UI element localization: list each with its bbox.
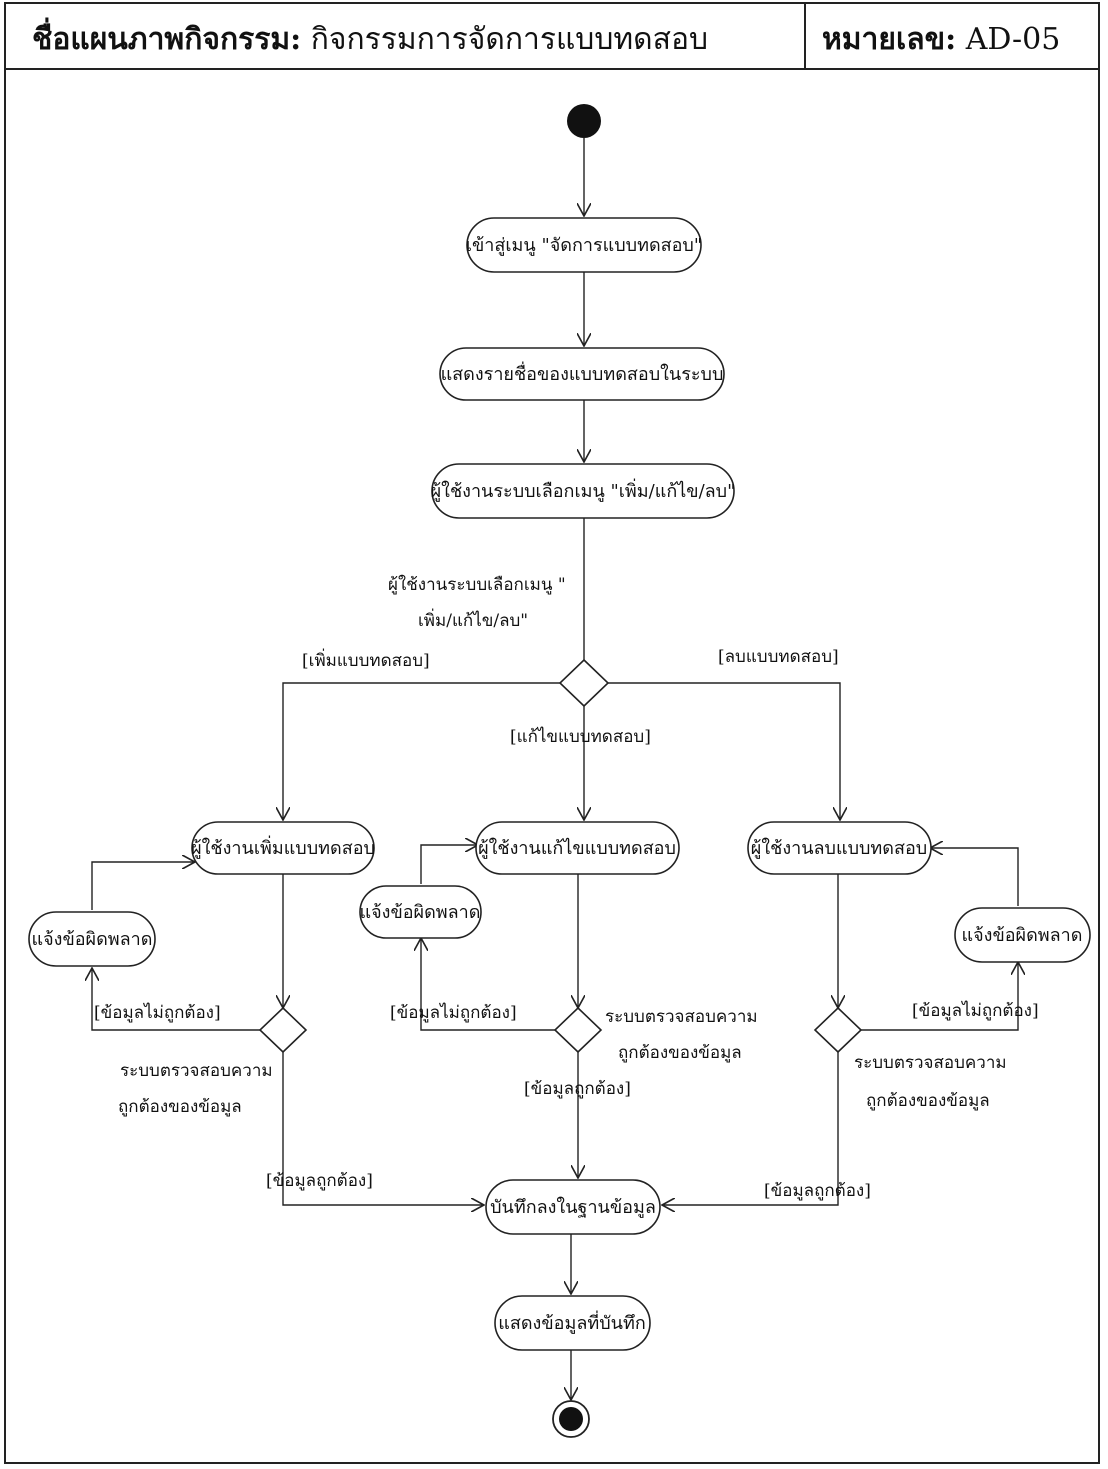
decision-check-right bbox=[813, 1006, 863, 1054]
action-select-menu-label: ผู้ใช้งานระบบเลือกเมนู "เพิ่ม/แก้ไข/ลบ" bbox=[431, 478, 736, 502]
check-middle-line2: ถูกต้องของข้อมูล bbox=[618, 1043, 742, 1063]
guard-invalid-middle: [ข้อมูลไม่ถูกต้อง] bbox=[390, 1002, 517, 1023]
diagram-name-value: กิจกรรมการจัดการแบบทดสอบ bbox=[310, 22, 708, 57]
action-show-saved-label: แสดงข้อมูลที่บันทึก bbox=[498, 1310, 645, 1334]
action-delete-test bbox=[747, 821, 932, 875]
check-middle-line1: ระบบตรวจสอบความ bbox=[605, 1007, 758, 1027]
action-error-left-label: แจ้งข้อผิดพลาด bbox=[32, 929, 153, 950]
decision-check-left bbox=[258, 1006, 308, 1054]
action-save-db-label: บันทึกลงในฐานข้อมูล bbox=[490, 1196, 656, 1218]
action-delete-test-label: ผู้ใช้งานลบแบบทดสอบ bbox=[751, 837, 927, 859]
check-right-line2: ถูกต้องของข้อมูล bbox=[866, 1091, 990, 1111]
check-left-line2: ถูกต้องของข้อมูล bbox=[118, 1097, 242, 1117]
action-save-db bbox=[485, 1179, 661, 1235]
action-enter-menu-label: เข้าสู่เมนู "จัดการแบบทดสอบ" bbox=[466, 235, 702, 256]
guard-invalid-left: [ข้อมูลไม่ถูกต้อง] bbox=[94, 1002, 221, 1023]
action-select-menu bbox=[431, 463, 735, 519]
action-error-middle-label: แจ้งข้อผิดพลาด bbox=[360, 902, 481, 923]
final-node-core bbox=[559, 1407, 583, 1431]
flow-check-middle-to-error-middle bbox=[421, 938, 555, 1031]
check-left-line1: ระบบตรวจสอบความ bbox=[120, 1061, 273, 1081]
guard-valid-left: [ข้อมูลถูกต้อง] bbox=[266, 1171, 373, 1191]
decision-check-middle bbox=[553, 1006, 603, 1054]
action-edit-test bbox=[475, 821, 680, 875]
diagram-header: ชื่อแผนภาพกิจกรรม: กิจกรรมการจัดการแบบทด… bbox=[4, 2, 1100, 70]
action-edit-test-label: ผู้ใช้งานแก้ไขแบบทดสอบ bbox=[478, 837, 676, 859]
guard-valid-right: [ข้อมูลถูกต้อง] bbox=[764, 1181, 871, 1201]
guard-add: [เพิ่มแบบทดสอบ] bbox=[302, 648, 430, 671]
guard-delete: [ลบแบบทดสอบ] bbox=[718, 647, 839, 667]
flow-check-left-to-save bbox=[282, 1052, 484, 1205]
flow-decision-to-delete bbox=[608, 682, 840, 820]
diagram-code-label: หมายเลข: bbox=[822, 22, 957, 57]
action-show-saved bbox=[494, 1295, 651, 1351]
guard-invalid-right: [ข้อมูลไม่ถูกต้อง] bbox=[912, 1000, 1039, 1021]
action-add-test-label: ผู้ใช้งานเพิ่มแบบทดสอบ bbox=[191, 835, 375, 859]
decision-note-line1: ผู้ใช้งานระบบเลือกเมนู " bbox=[388, 574, 566, 595]
initial-node bbox=[567, 104, 601, 138]
diagram-code: หมายเลข: AD-05 bbox=[822, 16, 1060, 63]
flow-error-middle-to-edit bbox=[420, 845, 478, 884]
page-frame bbox=[4, 2, 1100, 1464]
action-error-right bbox=[954, 907, 1091, 963]
flow-check-right-to-save bbox=[662, 1052, 839, 1205]
flow-check-right-to-error-right bbox=[861, 962, 1018, 1031]
action-enter-menu bbox=[466, 217, 702, 273]
flow-error-right-to-delete bbox=[930, 848, 1019, 906]
diagram-name-label: ชื่อแผนภาพกิจกรรม: bbox=[32, 22, 302, 57]
diagram-name: ชื่อแผนภาพกิจกรรม: กิจกรรมการจัดการแบบทด… bbox=[32, 16, 708, 63]
action-error-left bbox=[28, 911, 156, 967]
action-add-test bbox=[191, 821, 375, 875]
action-show-list bbox=[439, 347, 725, 401]
decision-note-line2: เพิ่ม/แก้ไข/ลบ" bbox=[418, 608, 528, 631]
action-error-right-label: แจ้งข้อผิดพลาด bbox=[962, 925, 1083, 946]
guard-edit: [แก้ไขแบบทดสอบ] bbox=[510, 726, 651, 747]
action-show-list-label: แสดงรายชื่อของแบบทดสอบในระบบ bbox=[441, 361, 724, 385]
flow-decision-to-add bbox=[283, 682, 560, 820]
flow-check-left-to-error-left bbox=[92, 968, 260, 1031]
decision-main bbox=[558, 658, 610, 708]
header-divider bbox=[804, 2, 806, 68]
diagram-code-value: AD-05 bbox=[965, 22, 1061, 57]
action-error-middle bbox=[359, 885, 482, 939]
guard-valid-middle: [ข้อมูลถูกต้อง] bbox=[524, 1079, 631, 1099]
check-right-line1: ระบบตรวจสอบความ bbox=[854, 1053, 1007, 1073]
flow-error-left-to-add bbox=[91, 862, 195, 910]
